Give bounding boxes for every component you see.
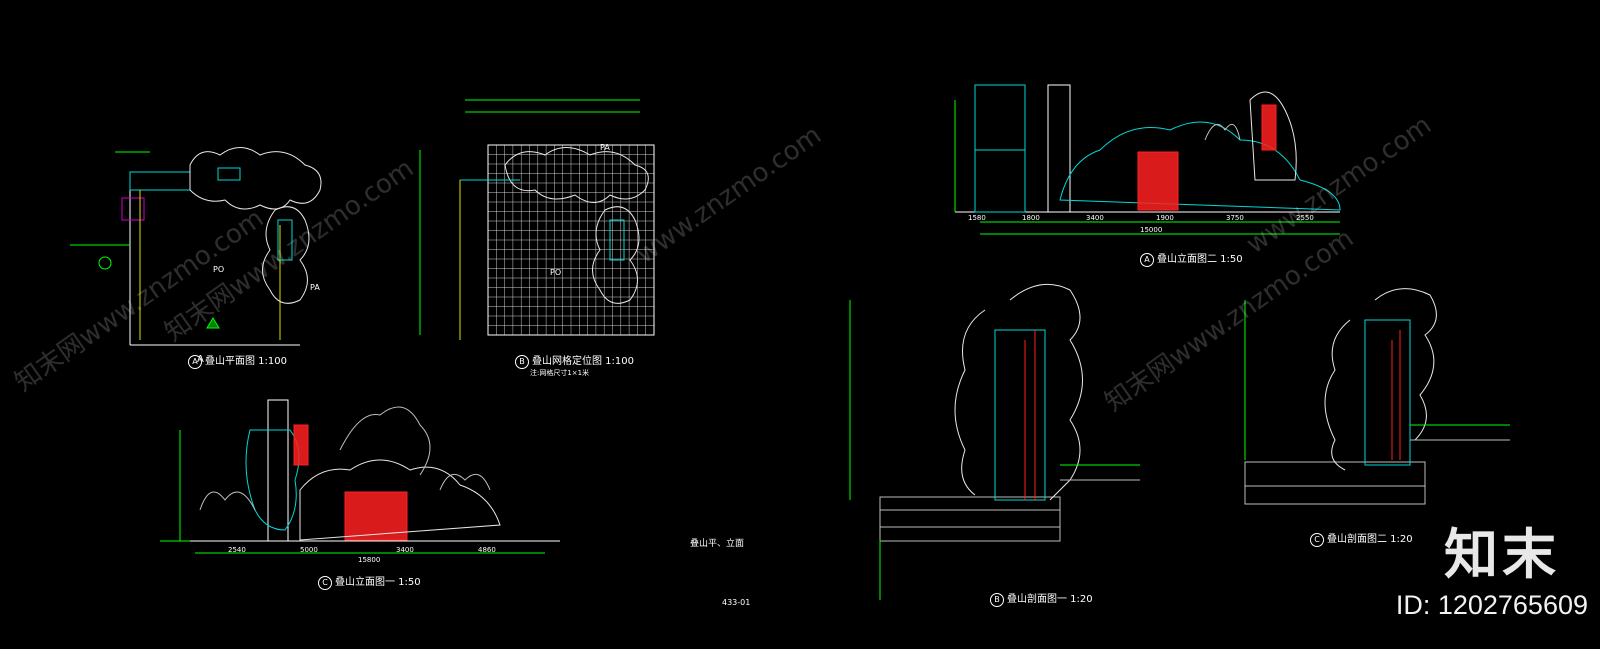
- elevation-one-title-text: 叠山立面图一 1:50: [335, 577, 421, 588]
- svg-text:PA: PA: [310, 283, 320, 292]
- section-one: [849, 283, 1140, 600]
- elevation-two-dim-5: 3750: [1226, 214, 1244, 222]
- grid-view: PO PA: [419, 99, 655, 340]
- elevation-one: [160, 399, 560, 554]
- grid-letter-badge: B: [515, 355, 529, 369]
- plan-view: PO PA: [70, 147, 322, 346]
- elevation-two-dim-6: 2550: [1296, 214, 1314, 222]
- elevation-one-dim-3: 3400: [396, 546, 414, 554]
- elevation-two-dim-4: 1900: [1156, 214, 1174, 222]
- elevation-two-dim-1: 1580: [968, 214, 986, 222]
- elevation-two-dim-2: 1800: [1022, 214, 1040, 222]
- elevation-one-dim-1: 2540: [228, 546, 246, 554]
- elevation-two: [954, 84, 1341, 235]
- section-one-letter-badge: B: [990, 593, 1004, 607]
- grid-note: 注:网格尺寸1×1米: [530, 369, 590, 377]
- section-two-letter-badge: C: [1310, 533, 1324, 547]
- elevation-two-letter-badge: A: [1140, 253, 1154, 267]
- plan-letter-badge: A: [188, 355, 202, 369]
- elevation-one-dim-4: 4860: [478, 546, 496, 554]
- elevation-one-letter-badge: C: [318, 576, 332, 590]
- elevation-two-title-text: 叠山立面图二 1:50: [1157, 254, 1243, 265]
- section-two: [1244, 288, 1510, 505]
- svg-text:PO: PO: [550, 268, 561, 277]
- sheet-title: 叠山平、立面: [690, 539, 745, 549]
- section-one-title-text: 叠山剖面图一 1:20: [1007, 594, 1093, 605]
- elevation-two-dim-3: 3400: [1086, 214, 1104, 222]
- image-id: ID: 1202765609: [1395, 590, 1588, 620]
- brand-logo: 知末: [1444, 523, 1560, 586]
- elevation-two-total: 15000: [1140, 226, 1163, 234]
- svg-text:PO: PO: [213, 265, 224, 274]
- svg-text:PA: PA: [600, 143, 610, 152]
- grid-title-text: 叠山网格定位图 1:100: [532, 356, 634, 367]
- plan-title-text: 叠山平面图 1:100: [205, 356, 287, 367]
- elevation-one-dim-2: 5000: [300, 546, 318, 554]
- sheet-number: 433-01: [722, 598, 751, 607]
- section-two-title-text: 叠山剖面图二 1:20: [1327, 534, 1413, 545]
- elevation-one-total: 15800: [358, 556, 381, 564]
